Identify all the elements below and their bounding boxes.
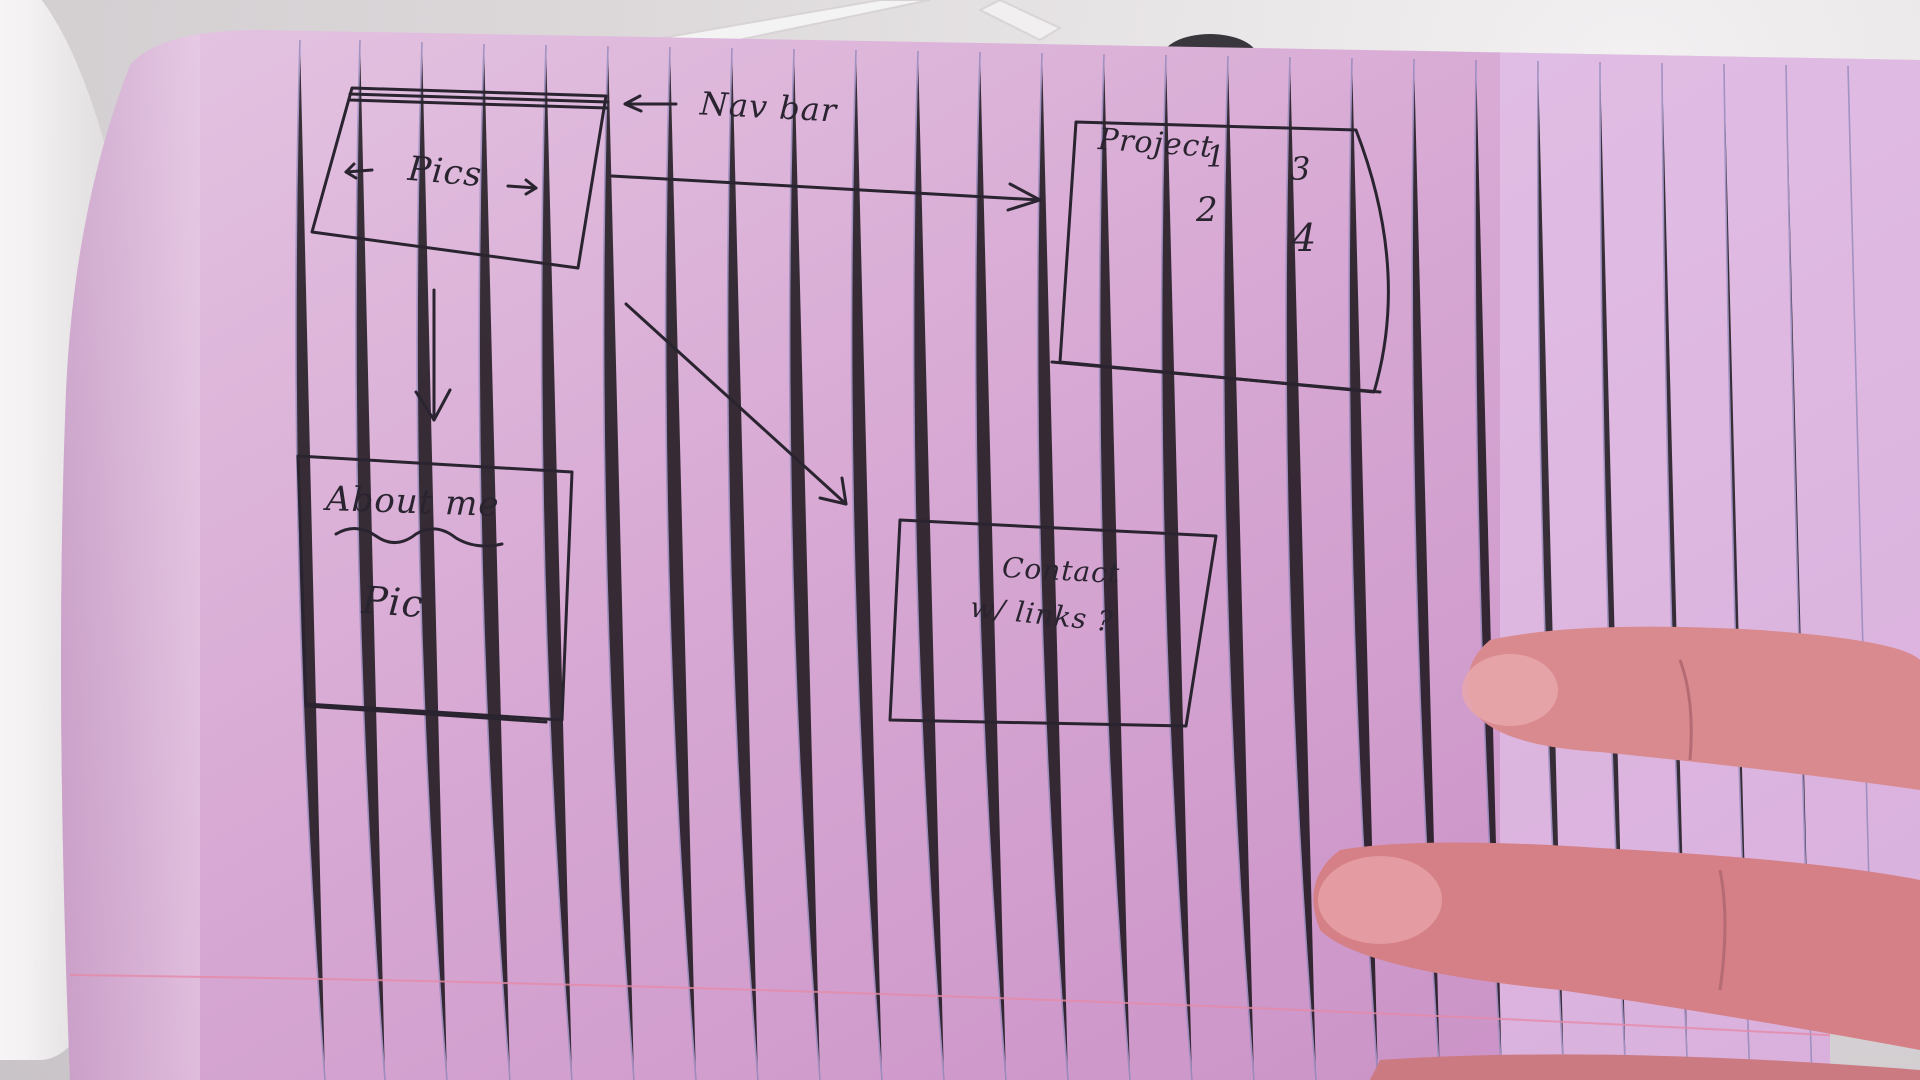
left-arrow-icon — [344, 168, 374, 174]
title-underline — [334, 527, 504, 548]
about-box — [296, 454, 574, 722]
right-arrow-icon — [506, 184, 538, 190]
project-number-1: 1 — [1206, 140, 1227, 175]
rule-lines — [295, 39, 1875, 1080]
arrow-to-contact — [624, 302, 848, 506]
home-box — [310, 86, 608, 270]
about-title: About me — [325, 478, 501, 526]
nav-bar-label: Nav bar — [699, 84, 839, 130]
contact-label: Contact — [1001, 550, 1121, 591]
margin-line — [69, 974, 1920, 1041]
thumbnail-nail — [1462, 654, 1558, 726]
project-number-2: 2 — [1196, 190, 1219, 230]
project-number-4: 4 — [1292, 216, 1318, 260]
contact-box — [888, 518, 1218, 728]
project-box — [1058, 120, 1390, 394]
project-number-3: 3 — [1290, 150, 1312, 188]
hand — [1313, 626, 1920, 1080]
finger-nail — [1318, 856, 1442, 944]
nav-bar-line — [348, 92, 610, 104]
pics-label: Pics — [406, 148, 484, 196]
about-pic-label: Pic — [360, 577, 426, 627]
arrow-to-project — [610, 174, 1042, 202]
wireframe-sketch — [296, 86, 1390, 728]
